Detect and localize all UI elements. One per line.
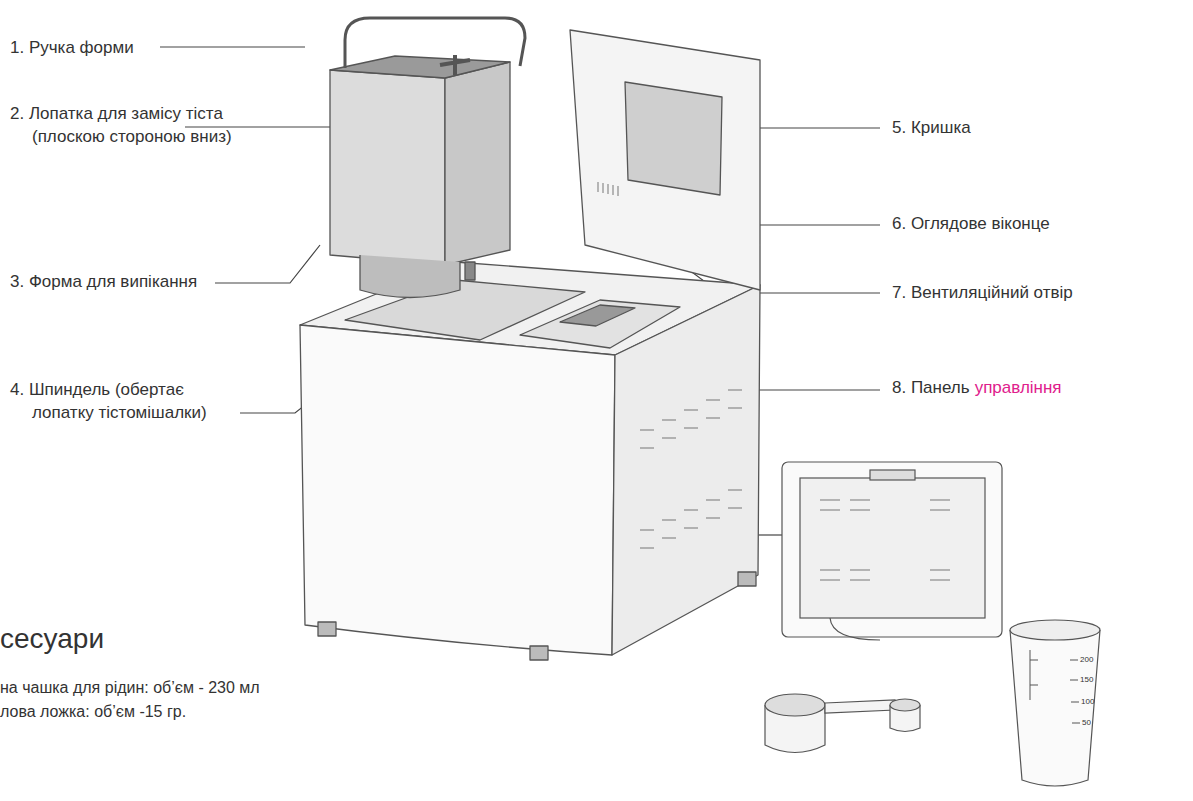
- part-label: управління: [975, 376, 1062, 399]
- display: [560, 305, 635, 326]
- part-label: 7. Вентиляційний отвір: [892, 281, 1073, 304]
- leader-line: [745, 127, 880, 128]
- part-label: на чашка для рідин: об’єм - 230 мл: [0, 677, 260, 699]
- handle-recess: [870, 470, 915, 480]
- pan-handle: [345, 18, 525, 68]
- part-label: 1. Ручка форми: [10, 36, 134, 59]
- body-front: [300, 325, 615, 655]
- control-panel: [520, 300, 680, 348]
- spoon-rim: [765, 694, 825, 716]
- spoon-handle: [825, 700, 895, 713]
- inset-frame: [782, 462, 1002, 637]
- bread-pan-top: [330, 56, 510, 78]
- part-label: 8. Панель: [892, 376, 970, 399]
- scale-number: 150: [1080, 674, 1093, 685]
- leader-line: [215, 245, 320, 283]
- bread-pan-front: [330, 70, 445, 265]
- part-label: 4. Шпиндель (обертає лопатку тістомішалк…: [10, 378, 232, 424]
- part-label: 5. Кришка: [892, 116, 971, 139]
- part-label: 6. Оглядове віконце: [892, 212, 1050, 235]
- cup-rim: [1010, 620, 1100, 640]
- part-label: 3. Форма для випікання: [10, 270, 197, 293]
- lid: [570, 30, 760, 290]
- foot: [530, 646, 548, 660]
- vent-hole: [598, 182, 618, 196]
- leader-line: [758, 534, 782, 535]
- spoon-small-rim: [890, 699, 920, 711]
- foot: [318, 622, 336, 636]
- power-cord: [830, 618, 880, 640]
- scale-number: 50: [1082, 717, 1091, 728]
- measuring-cup: [1010, 630, 1100, 786]
- pan-base: [360, 255, 460, 298]
- back-panel: [800, 478, 985, 618]
- part-label: сесуари: [0, 620, 104, 658]
- bread-pan-side: [445, 62, 510, 265]
- leader-line: [160, 46, 305, 47]
- vent-slots: [820, 500, 950, 580]
- scale-number: 100: [1081, 696, 1094, 707]
- scale-number: 200: [1080, 654, 1093, 665]
- viewing-window: [625, 82, 722, 195]
- part-label: 2. Лопатка для замісу тіста (плоскою сто…: [10, 102, 232, 148]
- cup-scale: [1030, 650, 1080, 723]
- part-label: лова ложка: об’єм -15 гр.: [0, 701, 186, 723]
- body-side: [612, 285, 760, 655]
- foot: [738, 572, 756, 586]
- vent-slots: [640, 390, 742, 548]
- spindle: [465, 262, 475, 280]
- kneading-paddle: [440, 55, 470, 75]
